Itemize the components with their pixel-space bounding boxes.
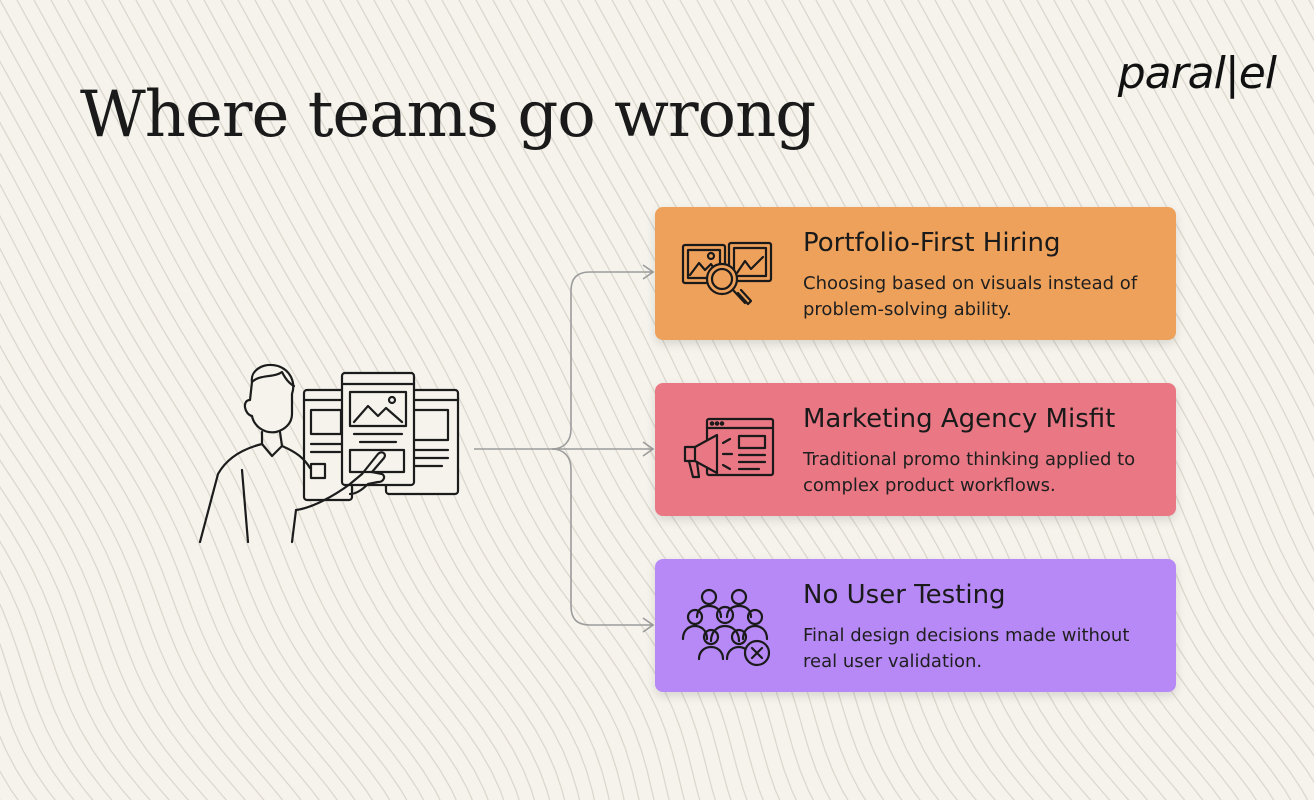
background-line (0, 375, 247, 800)
card-title: Marketing Agency Misfit (803, 404, 1116, 434)
background-line (0, 770, 19, 800)
background-line (0, 0, 457, 800)
megaphone-browser-icon (683, 417, 775, 479)
background-line (0, 642, 75, 800)
background-line (0, 344, 265, 800)
portfolio-magnifier-icon (681, 241, 773, 306)
background-line (0, 152, 374, 800)
background-line (1172, 0, 1314, 257)
background-line (1189, 0, 1314, 227)
background-line (1257, 0, 1314, 104)
background-line (0, 432, 209, 800)
background-line (0, 569, 113, 800)
user-group-x-icon (681, 588, 771, 667)
card-description: Choosing based on visuals instead of pro… (803, 273, 1138, 320)
card-no-user-testing: No User Testing Final design decisions m… (655, 559, 1176, 692)
background-line (0, 485, 171, 800)
card-description: Final design decisions made without real… (803, 625, 1130, 672)
background-line (1019, 0, 1314, 552)
background-line (968, 0, 1314, 638)
background-line (951, 0, 1314, 662)
background-line (0, 512, 151, 800)
background-line (0, 29, 441, 800)
background-line (0, 247, 320, 800)
background-line (0, 91, 408, 800)
background-line (16, 0, 473, 800)
background-line (237, 0, 670, 800)
background-line (985, 0, 1314, 612)
background-line (0, 603, 94, 800)
background-line (1138, 0, 1314, 315)
brand-logo: paral|el (1117, 48, 1277, 99)
background-line (1053, 0, 1314, 479)
background-line (1036, 0, 1314, 517)
card-title: Portfolio-First Hiring (803, 228, 1061, 258)
background-line (1240, 0, 1314, 136)
card-title: No User Testing (803, 580, 1006, 610)
card-description: Traditional promo thinking applied to co… (803, 449, 1136, 496)
background-line (0, 279, 302, 800)
background-line (1087, 0, 1314, 408)
background-line (0, 214, 338, 800)
card-portfolio-first-hiring: Portfolio-First Hiring Choosing based on… (655, 207, 1176, 340)
background-line (1223, 0, 1314, 167)
background-line (1070, 0, 1314, 443)
background-line (254, 0, 686, 800)
background-line (0, 734, 38, 800)
background-line (0, 798, 1, 800)
background-line (1206, 0, 1314, 197)
background-line (0, 60, 425, 800)
background-line (0, 540, 132, 800)
background-line (1002, 0, 1314, 583)
background-line (0, 121, 391, 800)
background-line (1155, 0, 1314, 286)
page-title: Where teams go wrong (80, 78, 816, 152)
background-line (271, 0, 701, 800)
background-line (1104, 0, 1314, 376)
background-line (1308, 0, 1314, 11)
background-line (0, 312, 284, 800)
background-line (0, 459, 190, 800)
background-line (0, 404, 228, 800)
background-line (0, 183, 356, 800)
card-marketing-agency-misfit: Marketing Agency Misfit Traditional prom… (655, 383, 1176, 516)
background-line (1121, 0, 1314, 345)
designer-illustration (198, 363, 460, 544)
